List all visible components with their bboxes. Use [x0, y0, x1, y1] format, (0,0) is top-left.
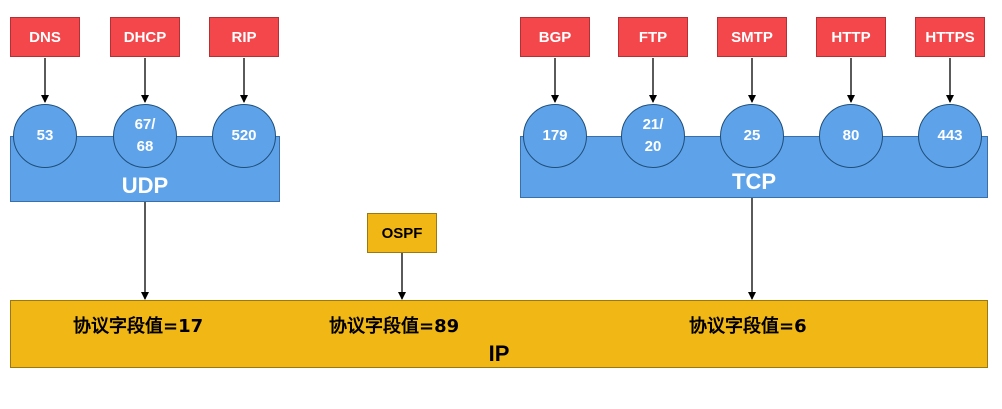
app-box-rip: RIP: [209, 17, 279, 57]
app-box-https: HTTPS: [915, 17, 985, 57]
udp-label: UDP: [121, 173, 169, 198]
ip-bar: 协议字段值=17 协议字段值=89 协议字段值=6 IP: [10, 300, 988, 368]
ip-label: IP: [488, 341, 510, 366]
protocol-field-tcp: 协议字段值=6: [689, 316, 807, 337]
port-circle-520: 520: [212, 104, 276, 168]
app-box-ftp: FTP: [618, 17, 688, 57]
protocol-field-ospf: 协议字段值=89: [329, 316, 460, 337]
port-circle-21-20: 21/ 20: [621, 104, 685, 168]
port-circle-67-68: 67/ 68: [113, 104, 177, 168]
app-box-http: HTTP: [816, 17, 886, 57]
port-circle-25: 25: [720, 104, 784, 168]
port-circle-53: 53: [13, 104, 77, 168]
tcp-label: TCP: [732, 169, 776, 194]
port-circle-443: 443: [918, 104, 982, 168]
ospf-box: OSPF: [367, 213, 437, 253]
app-box-bgp: BGP: [520, 17, 590, 57]
app-box-dhcp: DHCP: [110, 17, 180, 57]
port-circle-80: 80: [819, 104, 883, 168]
app-box-dns: DNS: [10, 17, 80, 57]
app-box-smtp: SMTP: [717, 17, 787, 57]
port-circle-179: 179: [523, 104, 587, 168]
protocol-field-udp: 协议字段值=17: [73, 316, 204, 337]
